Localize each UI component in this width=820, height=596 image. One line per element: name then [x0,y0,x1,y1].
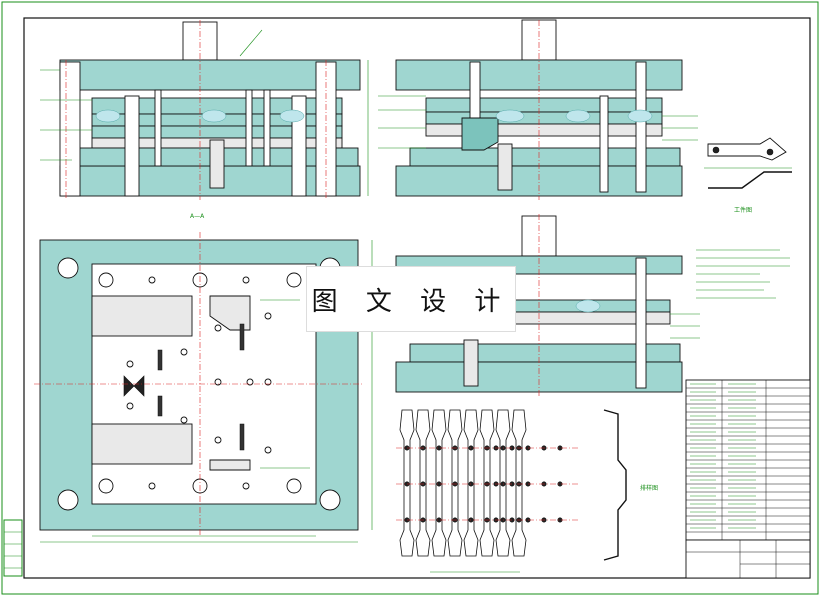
plan-view: A—A [34,213,373,543]
watermark-text: 图 文 设 计 [311,286,511,317]
workpiece-view: 工件图 [704,137,792,214]
front-section-view [40,20,369,200]
revision-bar [3,519,23,577]
technical-notes [696,249,790,299]
workpiece-label: 工件图 [734,206,752,214]
watermark-banner: 图 文 设 计 [306,266,516,332]
sheet-inner-border [23,17,811,579]
plan-small-holes [126,276,272,490]
section-label: A—A [190,213,205,220]
title-block [685,379,811,579]
side-section-view [378,19,698,200]
strip-layout-label: 排样图 [640,484,658,492]
strip-layout-view: 排样图 [396,409,658,573]
